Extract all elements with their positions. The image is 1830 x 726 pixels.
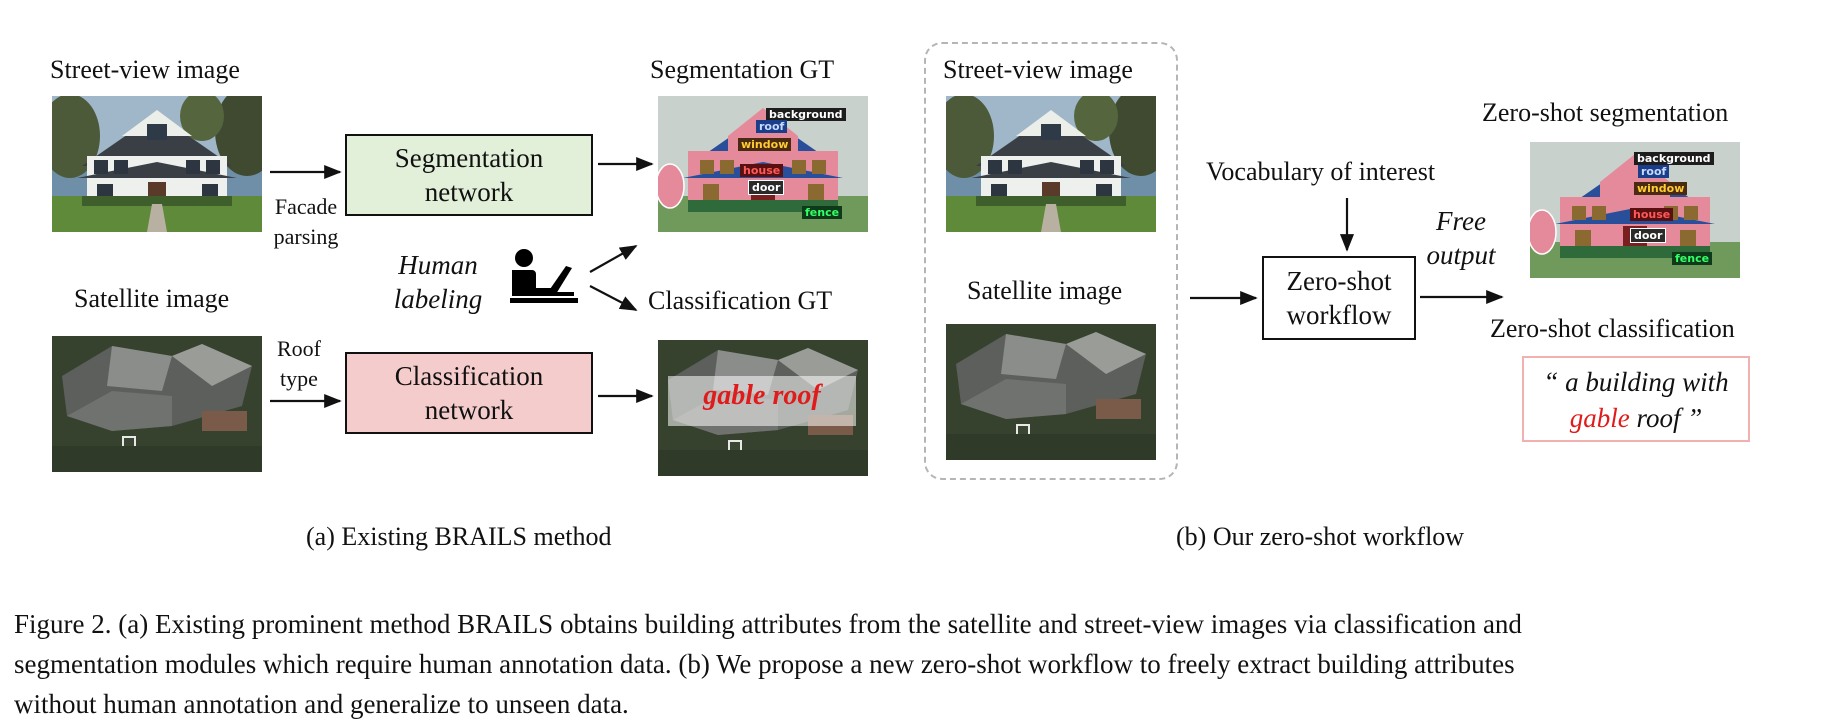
satellite-label-b: Satellite image — [967, 276, 1123, 305]
zs-classification-label: Zero-shot classification — [1490, 314, 1735, 343]
satellite-label-a: Satellite image — [74, 284, 230, 313]
street-view-image-a — [52, 96, 262, 232]
input-images-dashed-frame — [924, 42, 1178, 480]
zs-segmentation-label: Zero-shot segmentation — [1482, 98, 1729, 127]
tag-door-b: door — [1630, 228, 1667, 243]
arrow-icon — [589, 285, 638, 311]
zs-segmentation-image: background roof window house door fence — [1530, 142, 1740, 278]
tag-fence: fence — [802, 206, 843, 219]
roof-type-label: Roof type — [277, 336, 321, 391]
figure-caption: Figure 2. (a) Existing prominent method … — [14, 609, 1522, 719]
human-labeling-label: Human labeling — [393, 250, 483, 314]
facade-parsing-label: Facade parsing — [273, 194, 339, 249]
tag-roof: roof — [756, 120, 788, 133]
street-view-image-b — [946, 96, 1156, 232]
street-view-label-a: Street-view image — [50, 55, 240, 84]
person-at-laptop-icon — [510, 249, 578, 303]
gable-roof-overlay: gable roof — [703, 380, 821, 411]
classification-gt-label: Classification GT — [648, 286, 833, 315]
tag-house: house — [740, 164, 784, 177]
gable-roof-overlay-box — [668, 376, 856, 426]
satellite-image-a — [52, 336, 262, 472]
subcaption-b: (b) Our zero-shot workflow — [1176, 522, 1465, 551]
street-view-label-b: Street-view image — [943, 55, 1133, 84]
zs-classification-output: “ a building with gable roof ” — [1522, 356, 1750, 442]
segmentation-gt-image: background roof window house door fence — [658, 96, 868, 232]
segmentation-gt-label: Segmentation GT — [650, 55, 835, 84]
subcaption-a: (a) Existing BRAILS method — [306, 522, 612, 551]
classification-gt-image: gable roof — [658, 340, 868, 476]
free-output-label: Free output — [1426, 206, 1496, 270]
tag-background-b: background — [1634, 152, 1714, 165]
tag-window: window — [738, 138, 792, 151]
satellite-image-b — [946, 324, 1156, 460]
tag-fence-b: fence — [1672, 252, 1713, 265]
tag-door: door — [748, 180, 785, 195]
tag-house-b: house — [1630, 208, 1674, 221]
arrow-icon — [589, 245, 638, 273]
tag-background: background — [766, 108, 846, 121]
tag-window-b: window — [1634, 182, 1688, 195]
vocabulary-label: Vocabulary of interest — [1206, 157, 1436, 186]
tag-roof-b: roof — [1638, 165, 1670, 178]
